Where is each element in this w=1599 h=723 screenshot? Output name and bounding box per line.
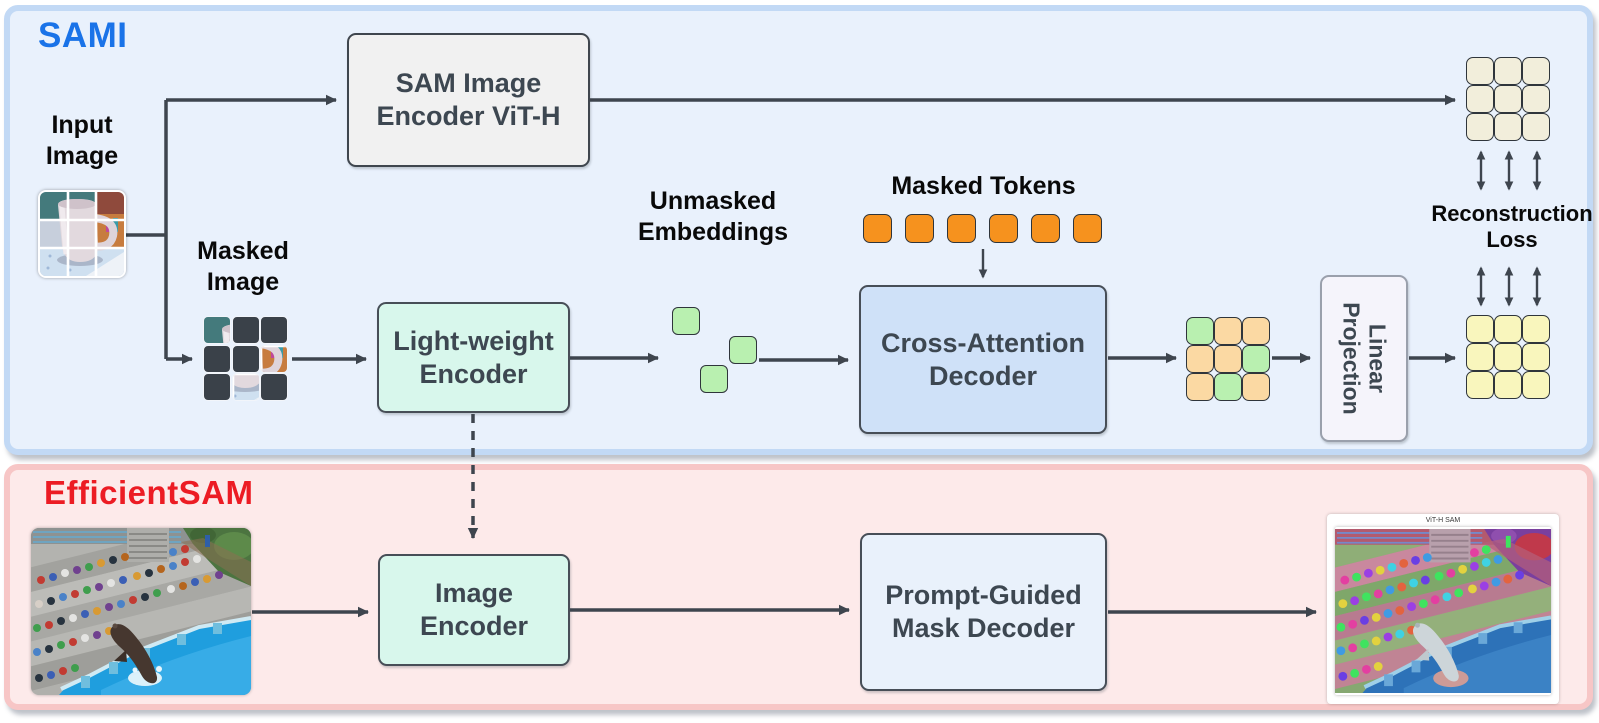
linear-projection-box: Linear Projection bbox=[1320, 275, 1408, 442]
sam-target-embedding-grid bbox=[1466, 57, 1550, 141]
masked-image-cell-visible bbox=[231, 373, 260, 401]
masked-token-square bbox=[989, 214, 1018, 243]
grid-cell bbox=[1214, 345, 1242, 373]
grid-cell bbox=[1494, 113, 1522, 141]
grid-cell bbox=[1466, 57, 1494, 85]
grid-cell bbox=[1466, 371, 1494, 399]
efficientsam-title: EfficientSAM bbox=[44, 474, 254, 511]
sam-image-encoder-box: SAM Image Encoder ViT-H bbox=[347, 33, 590, 167]
grid-cell bbox=[1466, 343, 1494, 371]
grid-cell bbox=[1522, 315, 1550, 343]
grid-cell bbox=[1494, 371, 1522, 399]
input-image-thumbnail bbox=[38, 190, 126, 278]
cross-attention-decoder-box: Cross-Attention Decoder bbox=[859, 285, 1107, 434]
masked-image-label: Masked Image bbox=[197, 237, 289, 296]
segmented-sea-lion-photo bbox=[1335, 527, 1551, 695]
masked-token-square bbox=[863, 214, 892, 243]
grid-cell bbox=[1242, 373, 1270, 401]
lightweight-encoder-box: Light-weight Encoder bbox=[377, 302, 570, 413]
masked-image-thumbnail bbox=[203, 316, 290, 401]
output-caption: ViT-H SAM bbox=[1425, 517, 1461, 524]
unmasked-embedding-square bbox=[672, 307, 700, 335]
grid-cell bbox=[1494, 315, 1522, 343]
grid-cell bbox=[1522, 85, 1550, 113]
sami-title: SAMI bbox=[38, 16, 128, 55]
grid-cell bbox=[1466, 315, 1494, 343]
grid-cell bbox=[1494, 57, 1522, 85]
unmasked-embedding-square bbox=[700, 365, 728, 393]
prompt-guided-mask-decoder-box: Prompt-Guided Mask Decoder bbox=[860, 533, 1107, 691]
masked-image-cell bbox=[203, 344, 231, 373]
grid-cell bbox=[1494, 85, 1522, 113]
grid-cell bbox=[1186, 317, 1214, 345]
grid-cell bbox=[1466, 85, 1494, 113]
unmasked-embeddings-label: Unmasked Embeddings bbox=[637, 187, 788, 246]
masked-image-cell-visible bbox=[203, 316, 231, 344]
reconstruction-loss-label: Reconstruction Loss bbox=[1431, 201, 1593, 252]
decoder-output-grid bbox=[1186, 317, 1270, 401]
reconstructed-embedding-grid bbox=[1466, 315, 1550, 399]
masked-token-square bbox=[1031, 214, 1060, 243]
grid-cell bbox=[1186, 345, 1214, 373]
grid-cell bbox=[1186, 373, 1214, 401]
masked-tokens-label: Masked Tokens bbox=[891, 172, 1076, 200]
masked-token-square bbox=[947, 214, 976, 243]
grid-cell bbox=[1242, 317, 1270, 345]
efficientsam-input-photo bbox=[31, 528, 251, 695]
grid-cell bbox=[1522, 113, 1550, 141]
mug-photo bbox=[40, 192, 124, 276]
grid-cell bbox=[1214, 317, 1242, 345]
segmentation-output-photo bbox=[1335, 527, 1551, 695]
grid-cell bbox=[1522, 371, 1550, 399]
input-image-label: Input Image bbox=[45, 111, 119, 170]
image-encoder-box: Image Encoder bbox=[378, 554, 570, 666]
grid-cell bbox=[1522, 57, 1550, 85]
segmentation-output-card: ViT-H SAM bbox=[1327, 514, 1559, 704]
grid-cell bbox=[1214, 373, 1242, 401]
unmasked-embedding-square bbox=[729, 336, 757, 364]
grid-cell bbox=[1494, 343, 1522, 371]
sea-lion-show-photo bbox=[31, 528, 251, 695]
masked-token-square bbox=[1073, 214, 1102, 243]
masked-token-square bbox=[905, 214, 934, 243]
grid-cell bbox=[1466, 113, 1494, 141]
grid-cell bbox=[1522, 343, 1550, 371]
masked-image-cell-visible bbox=[260, 344, 288, 373]
masked-image-cell bbox=[260, 373, 288, 401]
masked-image-cell bbox=[260, 316, 288, 344]
masked-image-cell bbox=[203, 373, 231, 401]
masked-image-cell bbox=[231, 344, 260, 373]
linear-projection-vertical-text: Linear Projection bbox=[1338, 302, 1391, 415]
grid-cell bbox=[1242, 345, 1270, 373]
masked-image-cell bbox=[231, 316, 260, 344]
masked-tokens-row bbox=[863, 214, 1102, 243]
